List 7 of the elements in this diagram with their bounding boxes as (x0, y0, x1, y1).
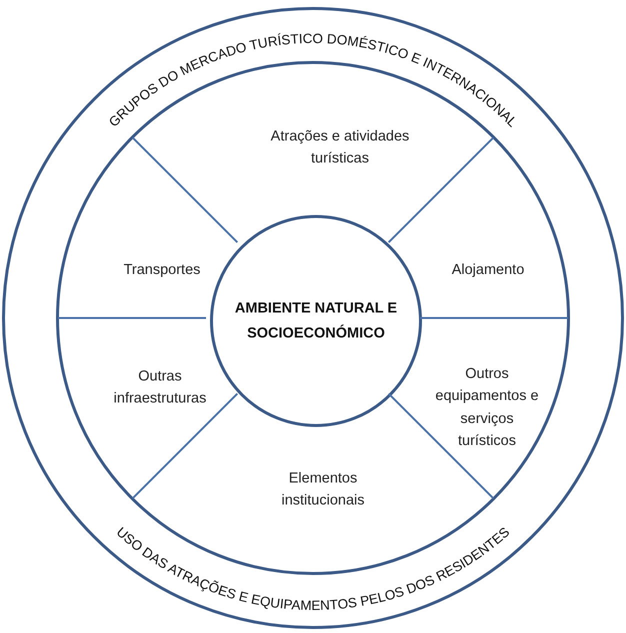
sector-label: Elementos institucionais (280, 470, 366, 511)
sector-label: Transportes (122, 260, 202, 280)
sector-label: Outros equipamentos e serviços turísticos (435, 365, 539, 452)
center-text: AMBIENTE NATURAL E SOCIOECONÓMICO (234, 299, 398, 343)
sector-label: Alojamento (450, 260, 526, 280)
sector-label: Atrações e atividades turísticas (270, 128, 410, 169)
sector-label: Outras infraestruturas (112, 368, 208, 409)
